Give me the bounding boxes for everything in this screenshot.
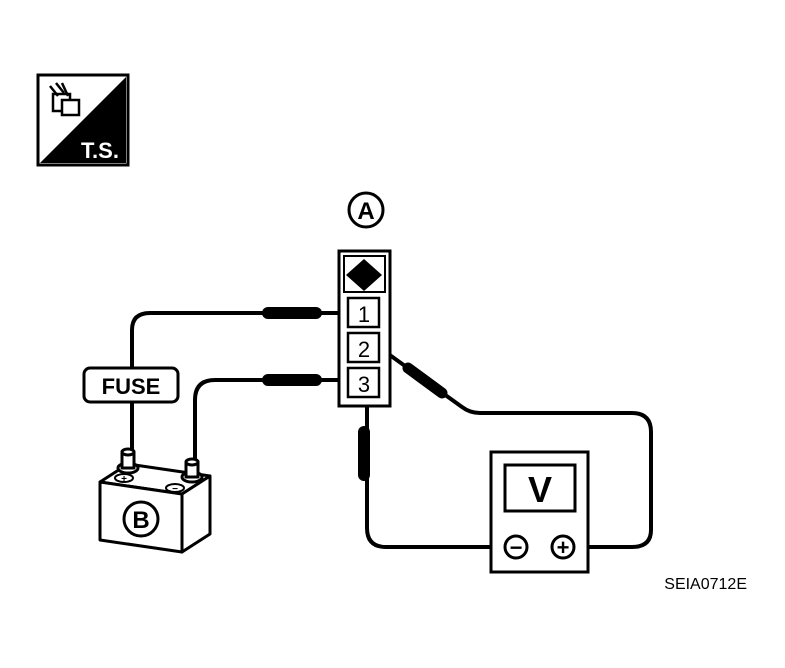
probe-segments: [262, 307, 448, 481]
wire-pin2-voltmeter: [378, 346, 653, 549]
battery: [98, 447, 212, 554]
connector-lock-icon: [346, 259, 382, 291]
figure-id: SEIA0712E: [664, 576, 747, 593]
battery-label: B: [132, 507, 149, 534]
voltmeter-label: V: [528, 469, 552, 510]
wires: [130, 311, 653, 549]
pin-label-2: 2: [358, 337, 370, 362]
wire-pin3-voltmeter: [365, 398, 507, 549]
fuse: FUSE: [82, 366, 180, 404]
voltmeter-plus-jack: [550, 534, 576, 560]
pin-label-3: 3: [358, 372, 370, 397]
connector-a: A 1 2 3: [337, 191, 392, 408]
voltmeter: V − +: [489, 450, 590, 574]
battery-minus-sign: −: [172, 484, 178, 495]
wire-pin3-battery: [193, 378, 352, 464]
voltmeter-plus-sign: +: [557, 535, 570, 560]
connector-icon: [49, 82, 81, 117]
wire-pin1-fuse: [130, 311, 352, 370]
battery-plus-sign: +: [121, 474, 127, 485]
ts-label: T.S.: [81, 138, 119, 163]
battery-terminal-plus: [116, 447, 140, 475]
battery-terminal-minus: [180, 457, 204, 484]
voltmeter-minus-sign: −: [510, 535, 523, 560]
pin-label-1: 1: [358, 302, 370, 327]
connector-label: A: [357, 198, 374, 225]
ts-badge: T.S.: [36, 73, 130, 167]
voltmeter-minus-jack: [503, 534, 529, 560]
fuse-label: FUSE: [102, 374, 161, 399]
